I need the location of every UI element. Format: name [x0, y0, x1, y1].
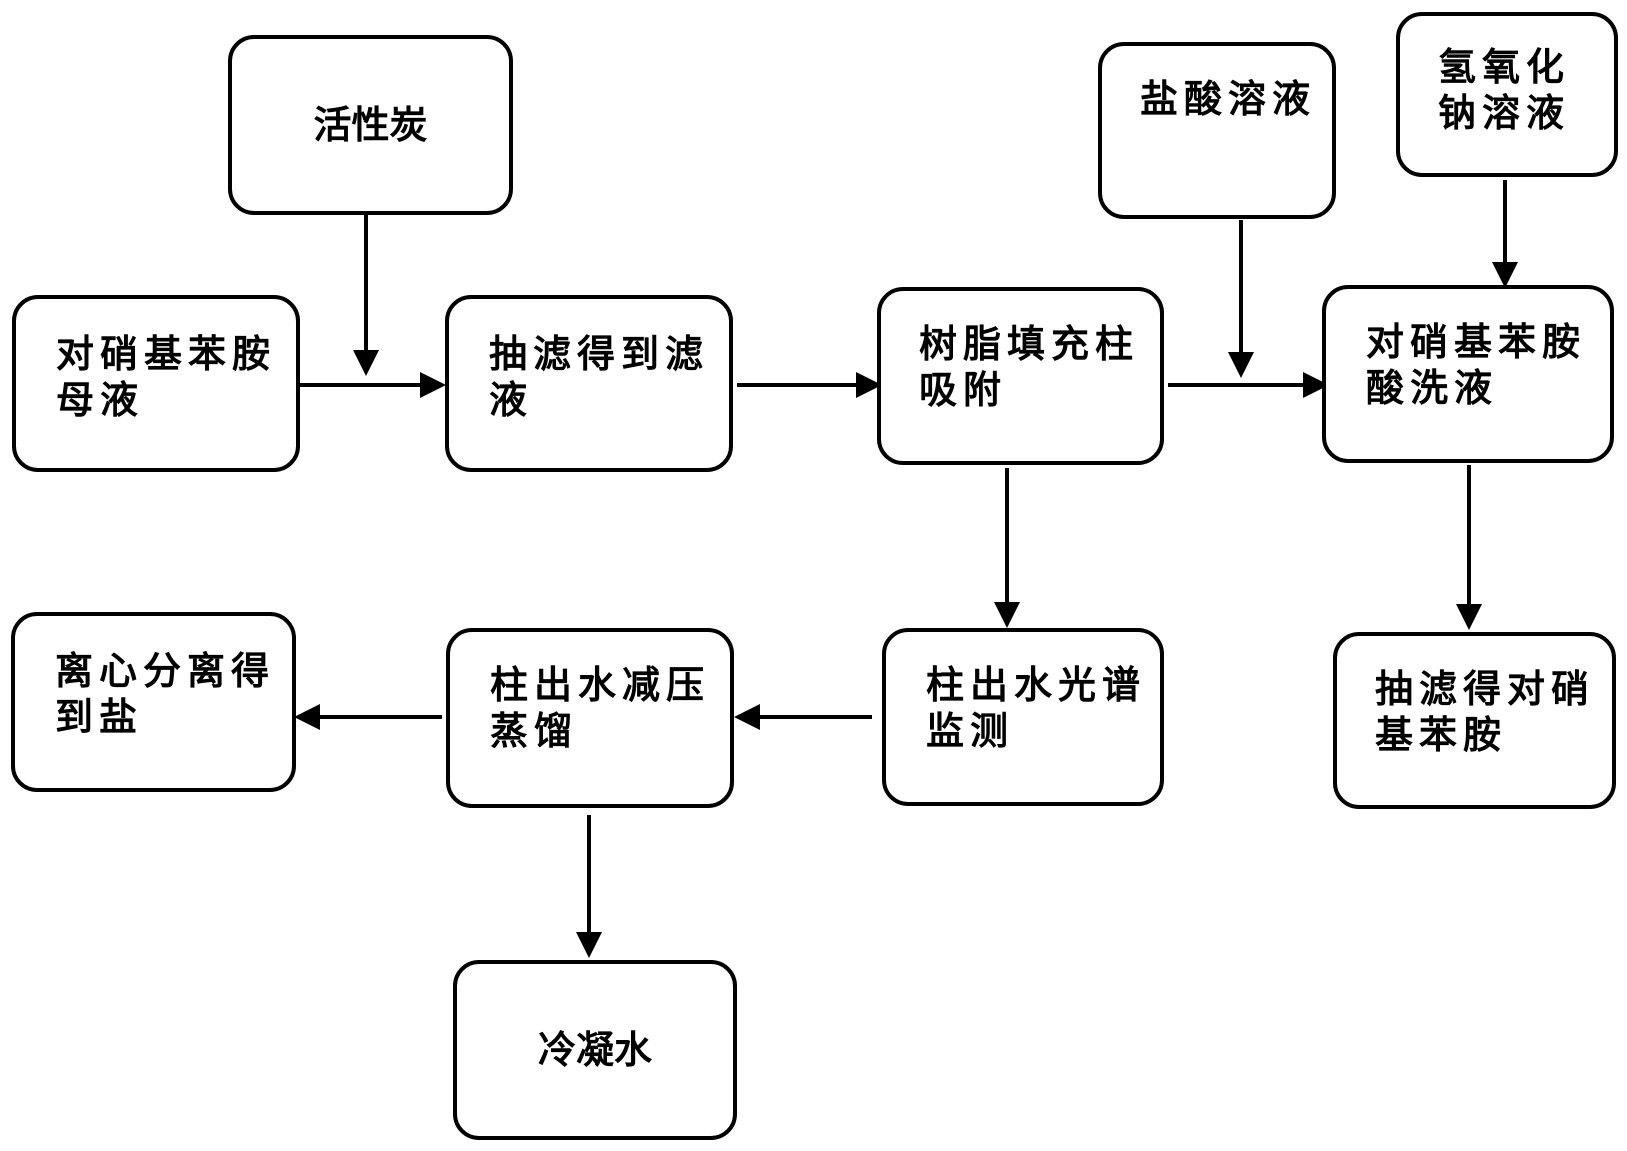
node-product: 抽滤得对硝基苯胺	[1333, 632, 1616, 809]
node-naoh-solution-label: 氢氧化钠溶液	[1438, 45, 1571, 135]
node-hcl-solution-label: 盐酸溶液	[1140, 77, 1317, 121]
node-centrifuge-label: 离心分离得到盐	[55, 649, 276, 739]
node-spectral-monitor-label: 柱出水光谱监测	[926, 663, 1147, 753]
arrowhead-centrifuge	[294, 704, 320, 730]
node-mother-liquor: 对硝基苯胺母液	[12, 295, 300, 472]
arrowhead-product	[1456, 604, 1482, 630]
node-spectral-monitor: 柱出水光谱监测	[882, 628, 1164, 806]
arrowhead-acidwash	[1303, 372, 1329, 398]
node-resin-adsorption: 树脂填充柱吸附	[877, 287, 1164, 465]
node-filtrate: 抽滤得到滤液	[445, 295, 733, 472]
node-mother-liquor-label: 对硝基苯胺母液	[56, 332, 277, 422]
arrowhead-carbon	[353, 350, 379, 376]
arrowhead-filtrate	[420, 372, 446, 398]
node-product-label: 抽滤得对硝基苯胺	[1375, 667, 1596, 757]
node-hcl-solution: 盐酸溶液	[1098, 42, 1336, 219]
node-vacuum-distill-label: 柱出水减压蒸馏	[490, 663, 711, 753]
arrowhead-spectral	[994, 602, 1020, 628]
node-filtrate-label: 抽滤得到滤液	[489, 332, 710, 422]
node-condensate: 冷凝水	[453, 960, 737, 1140]
node-naoh-solution: 氢氧化钠溶液	[1396, 12, 1618, 177]
arrowhead-resin	[856, 372, 882, 398]
node-acid-wash: 对硝基苯胺酸洗液	[1322, 285, 1614, 463]
arrowhead-distill	[734, 704, 760, 730]
node-resin-adsorption-label: 树脂填充柱吸附	[919, 322, 1140, 412]
node-acid-wash-label: 对硝基苯胺酸洗液	[1366, 320, 1587, 410]
node-activated-carbon: 活性炭	[228, 35, 513, 215]
node-vacuum-distill: 柱出水减压蒸馏	[446, 628, 734, 808]
node-activated-carbon-label: 活性炭	[313, 103, 428, 147]
arrowhead-naoh	[1492, 262, 1518, 288]
node-condensate-label: 冷凝水	[537, 1028, 652, 1072]
arrowhead-condensate	[576, 932, 602, 958]
arrowhead-hcl	[1228, 352, 1254, 378]
node-centrifuge: 离心分离得到盐	[11, 612, 296, 792]
